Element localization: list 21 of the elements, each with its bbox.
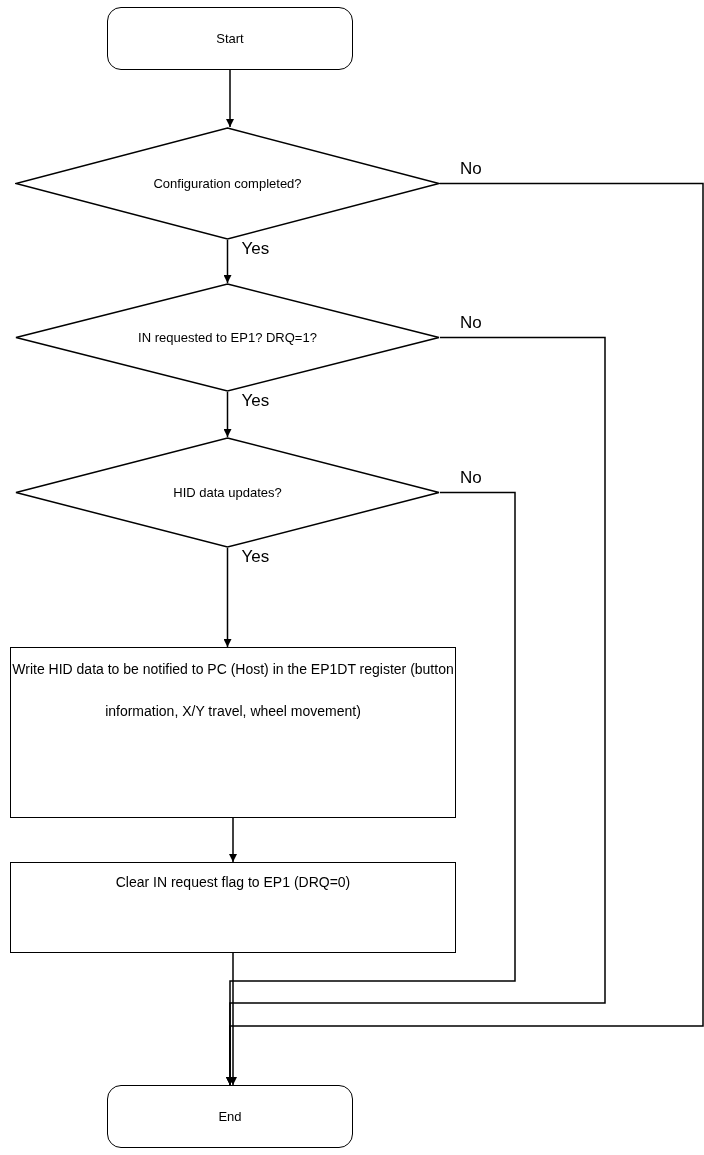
node-text: Configuration completed? — [153, 174, 302, 193]
arrow — [226, 182, 704, 1086]
decision-diamond — [15, 437, 440, 548]
process-box — [10, 862, 456, 953]
process-box — [10, 647, 456, 818]
node-text: Clear IN request flag to EP1 (DRQ=0) — [115, 873, 351, 892]
terminal-box — [107, 7, 353, 70]
arrow — [229, 952, 237, 1086]
node-text: HID data updates? — [173, 483, 282, 502]
arrow — [223, 547, 232, 648]
node-text: End — [218, 1107, 242, 1126]
node-text: Start — [216, 29, 244, 48]
node-text: IN requested to EP1? DRQ=1? — [138, 328, 317, 347]
arrow — [223, 239, 232, 284]
arrow — [229, 817, 237, 863]
node-text: Write HID data to be notified to PC (Host) in the EP1DT register (button information, X/Y travel, wheel movement) — [11, 660, 455, 721]
decision-diamond — [15, 283, 440, 392]
decision-diamond — [15, 127, 440, 240]
arrow — [226, 69, 234, 128]
terminal-box — [107, 1085, 353, 1148]
arrow — [223, 391, 232, 438]
